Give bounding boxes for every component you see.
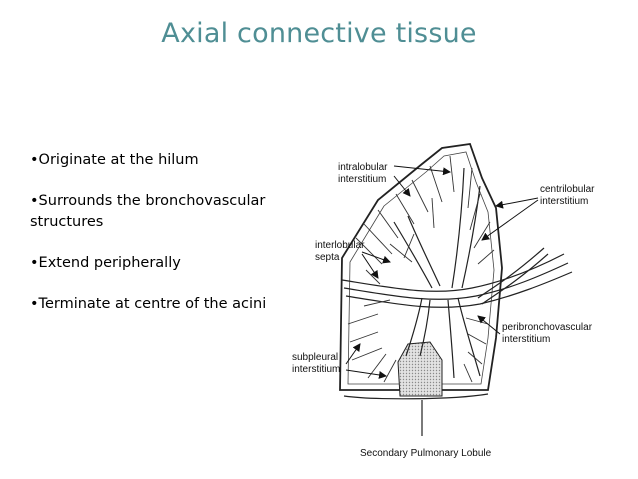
label-subpleural-2: interstitium (292, 364, 340, 375)
bullet-item: •Terminate at centre of the acini (30, 296, 267, 312)
label-centrilobular-2: interstitium (540, 196, 588, 207)
lobule-bracket (343, 393, 489, 400)
label-peribronchovascular-1: peribronchovascular (502, 322, 593, 333)
label-intralobular-2: interstitium (338, 174, 386, 185)
lobule-outline (339, 143, 503, 391)
bullet-item: •Extend peripherally (30, 255, 181, 271)
label-interlobular-1: interlobular (315, 240, 365, 251)
label-peribronchovascular-2: interstitium (502, 334, 550, 345)
bronchovascular-bundle (341, 167, 573, 379)
slide-title: Axial connective tissue (161, 18, 477, 49)
acinus-shaded (397, 341, 443, 397)
diagram-caption: Secondary Pulmonary Lobule (360, 448, 492, 459)
inner-outline (347, 151, 495, 385)
bullet-list: •Originate at the hilum •Surrounds the b… (30, 150, 292, 335)
bullet-item: •Originate at the hilum (30, 152, 199, 168)
label-subpleural-1: subpleural (292, 352, 338, 363)
label-intralobular-1: intralobular (338, 162, 388, 173)
septal-lines (347, 155, 495, 383)
label-centrilobular-1: centrilobular (540, 184, 595, 195)
bullet-item: •Surrounds the bronchovascular structure… (30, 193, 266, 230)
leader-arrows (345, 165, 539, 379)
label-interlobular-2: septa (315, 252, 340, 263)
lobule-diagram: intralobular interstitium centrilobular … (292, 143, 595, 459)
